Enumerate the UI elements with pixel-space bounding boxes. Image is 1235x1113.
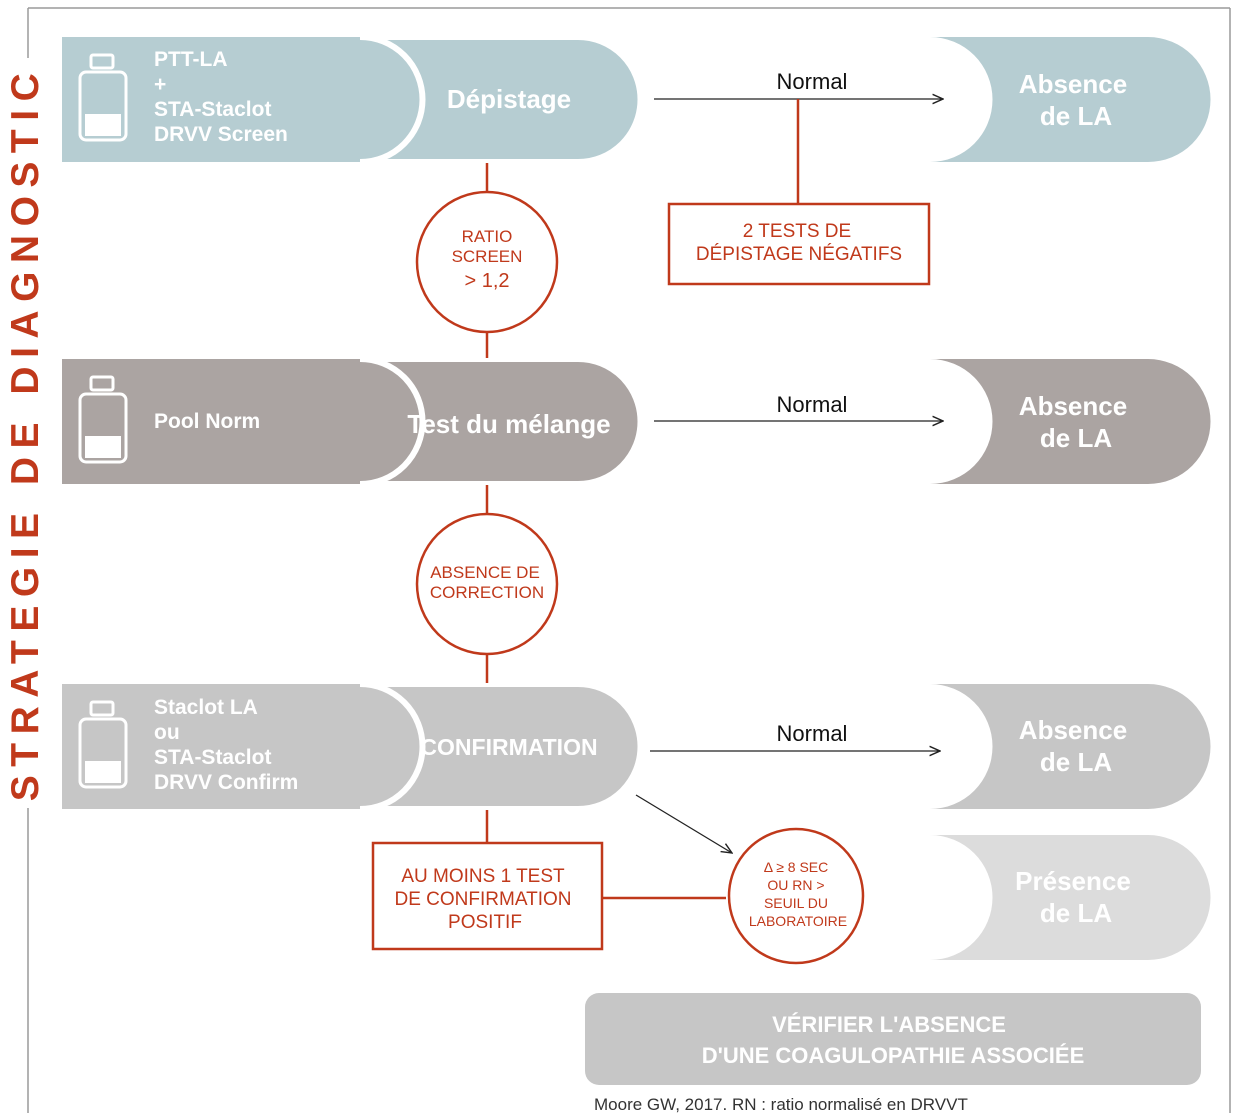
negatifs-box [667,202,931,286]
reagent-line: PTT-LA [154,48,228,71]
correction-circle [415,512,559,656]
positif-text: AU MOINS 1 TEST [401,866,565,887]
reagent-line: ou [154,721,180,744]
step-label-melange: Test du mélange [407,409,610,439]
delta-text: Δ ≥ 8 SEC [764,859,829,875]
reagent-line: + [154,73,166,96]
verify-text: D'UNE COAGULOPATHIE ASSOCIÉE [702,1043,1085,1068]
delta-text: LABORATOIRE [749,913,847,929]
normal-label: Normal [777,392,848,417]
result-label: de LA [1040,423,1112,453]
presence-label: de LA [1040,898,1112,928]
negatifs-text: 2 TESTS DE [743,221,851,242]
flow-connectors [485,99,800,900]
result-label: Absence [1019,391,1127,421]
row-depistage [62,34,1211,165]
normal-label: Normal [777,721,848,746]
reagent-line: STA-Staclot [154,98,271,121]
delta-text: SEUIL DU [764,895,828,911]
reagent-vial-icon [78,53,128,142]
diagram-frame [27,7,1231,1113]
result-label: Absence [1019,715,1127,745]
negatifs-text: DÉPISTAGE NÉGATIFS [696,244,902,265]
footnote: Moore GW, 2017. RN : ratio normalisé en … [594,1095,968,1113]
result-label: de LA [1040,747,1112,777]
reagent-line: Pool Norm [154,410,260,433]
delta-circle [727,827,865,965]
reagent-vial-icon [78,375,128,464]
positif-text: DE CONFIRMATION [395,889,572,910]
result-block-1 [930,37,1211,162]
step-label-confirmation: CONFIRMATION [420,734,597,760]
presence-label: Présence [1015,866,1131,896]
result-label: Absence [1019,69,1127,99]
result-label: de LA [1040,101,1112,131]
step-label-depistage: Dépistage [447,84,571,114]
row-melange [62,356,1211,487]
reagent-line: STA-Staclot [154,746,271,769]
ratio-text: > 1,2 [464,270,509,292]
result-block-2 [930,359,1211,484]
reagent-line: DRVV Confirm [154,771,298,794]
step-block-melange [359,356,644,487]
verify-banner [585,993,1201,1085]
delta-text: OU RN > [767,877,824,893]
side-title: STRATEGIE DE DIAGNOSTIC [4,65,47,801]
normal-label: Normal [777,69,848,94]
step-block-confirmation [359,681,644,812]
ratio-text: RATIO [462,227,513,246]
positif-box [371,841,604,951]
reagent-block-1 [62,37,423,162]
positif-text: POSITIF [448,912,522,933]
verify-text: VÉRIFIER L'ABSENCE [772,1012,1006,1037]
reagent-line: DRVV Screen [154,123,288,146]
ratio-circle [415,190,559,334]
step-block-depistage [359,34,644,165]
presence-block [930,835,1211,961]
correction-text: ABSENCE DE [430,563,540,582]
row-confirmation [62,681,1211,812]
reagent-vial-icon [78,700,128,789]
correction-text: CORRECTION [430,583,544,602]
result-block-3 [930,684,1211,809]
reagent-line: Staclot LA [154,696,258,719]
reagent-block-2 [62,359,423,484]
positive-arrow [635,794,732,853]
reagent-block-3 [62,684,423,809]
ratio-text: SCREEN [452,247,523,266]
